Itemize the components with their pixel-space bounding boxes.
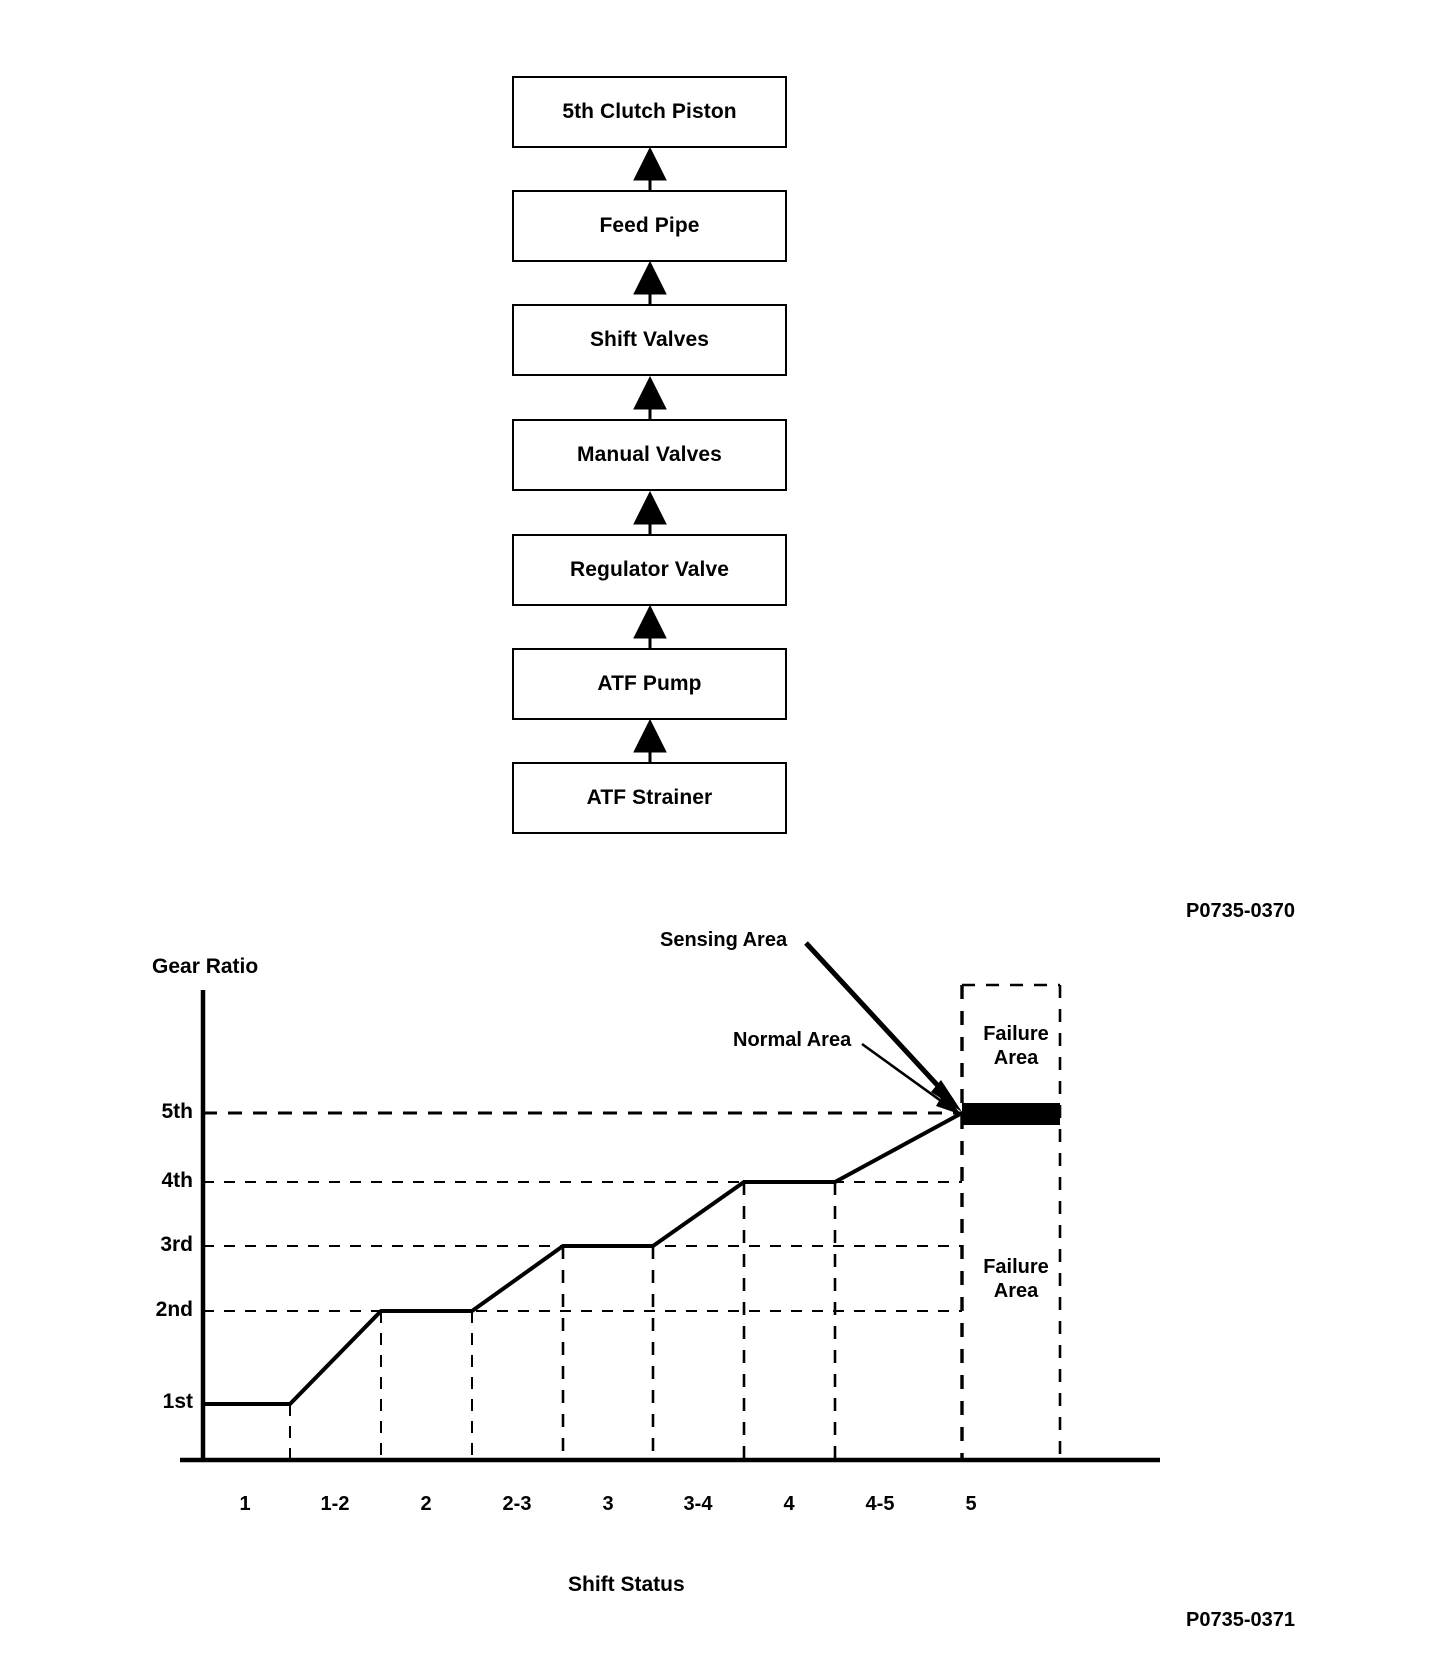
failure-area-upper-line1: Failure <box>983 1023 1049 1045</box>
x-tick-1: 1 <box>239 1493 251 1515</box>
x-tick-3-4: 3-4 <box>683 1493 713 1515</box>
sensing-area-leader-arrow <box>804 941 962 1112</box>
annotation-normal-area: Normal Area <box>733 1029 852 1051</box>
flow-step-label: ATF Strainer <box>586 786 713 809</box>
region-label-failure-area-upper: Failure Area <box>968 1022 1064 1071</box>
y-tick-5th: 5th <box>161 1100 194 1123</box>
flow-step-manual-valves: Manual Valves <box>512 419 787 491</box>
gear-ratio-line <box>203 1111 963 1406</box>
normal-area-leader-arrow <box>861 1042 962 1115</box>
y-tick-3rd: 3rd <box>160 1233 193 1256</box>
flow-step-shift-valves: Shift Valves <box>512 304 787 376</box>
flow-step-label: Feed Pipe <box>599 214 700 237</box>
x-tick-4: 4 <box>783 1493 795 1515</box>
x-tick-4-5: 4-5 <box>865 1493 895 1515</box>
x-tick-2: 2 <box>420 1493 432 1515</box>
annotation-sensing-area: Sensing Area <box>660 929 788 951</box>
flow-arrow-up-icon <box>633 146 667 190</box>
y-tick-2nd: 2nd <box>155 1298 193 1321</box>
flow-step-feed-pipe: Feed Pipe <box>512 190 787 262</box>
flow-step-label: Manual Valves <box>577 443 722 466</box>
chart-reference-code: P0735-0371 <box>1186 1609 1295 1631</box>
flow-step-5th-clutch-piston: 5th Clutch Piston <box>512 76 787 148</box>
x-tick-3: 3 <box>602 1493 614 1515</box>
flow-step-label: Shift Valves <box>589 328 710 351</box>
flow-step-regulator-valve: Regulator Valve <box>512 534 787 606</box>
flow-step-atf-strainer: ATF Strainer <box>512 762 787 834</box>
flow-step-label: 5th Clutch Piston <box>562 100 737 123</box>
x-tick-5: 5 <box>965 1493 977 1515</box>
horizontal-gridlines <box>203 1111 1060 1312</box>
failure-area-upper-line2: Area <box>993 1047 1039 1070</box>
y-tick-4th: 4th <box>161 1169 194 1192</box>
flowchart-arrows <box>633 146 667 762</box>
y-tick-1st: 1st <box>162 1390 193 1413</box>
failure-area-box <box>960 983 1062 1460</box>
x-axis-title: Shift Status <box>568 1573 685 1596</box>
normal-area-bar <box>962 1103 1060 1125</box>
flowchart-reference-code: P0735-0370 <box>1186 900 1295 922</box>
vertical-gridlines <box>289 1182 837 1460</box>
x-tick-2-3: 2-3 <box>502 1493 532 1515</box>
flow-arrow-up-icon <box>633 718 667 762</box>
failure-area-lower-line2: Area <box>993 1280 1039 1303</box>
flow-step-label: Regulator Valve <box>569 558 730 581</box>
axes <box>180 990 1160 1463</box>
failure-area-lower-line1: Failure <box>983 1256 1049 1278</box>
flow-step-label: ATF Pump <box>597 672 702 695</box>
flow-arrow-up-icon <box>633 260 667 304</box>
flow-arrow-up-icon <box>633 604 667 648</box>
y-axis-title: Gear Ratio <box>152 955 259 978</box>
x-tick-1-2: 1-2 <box>320 1493 350 1515</box>
flow-arrow-up-icon <box>633 490 667 534</box>
flow-step-atf-pump: ATF Pump <box>512 648 787 720</box>
flow-arrow-up-icon <box>633 375 667 419</box>
region-label-failure-area-lower: Failure Area <box>968 1255 1064 1304</box>
